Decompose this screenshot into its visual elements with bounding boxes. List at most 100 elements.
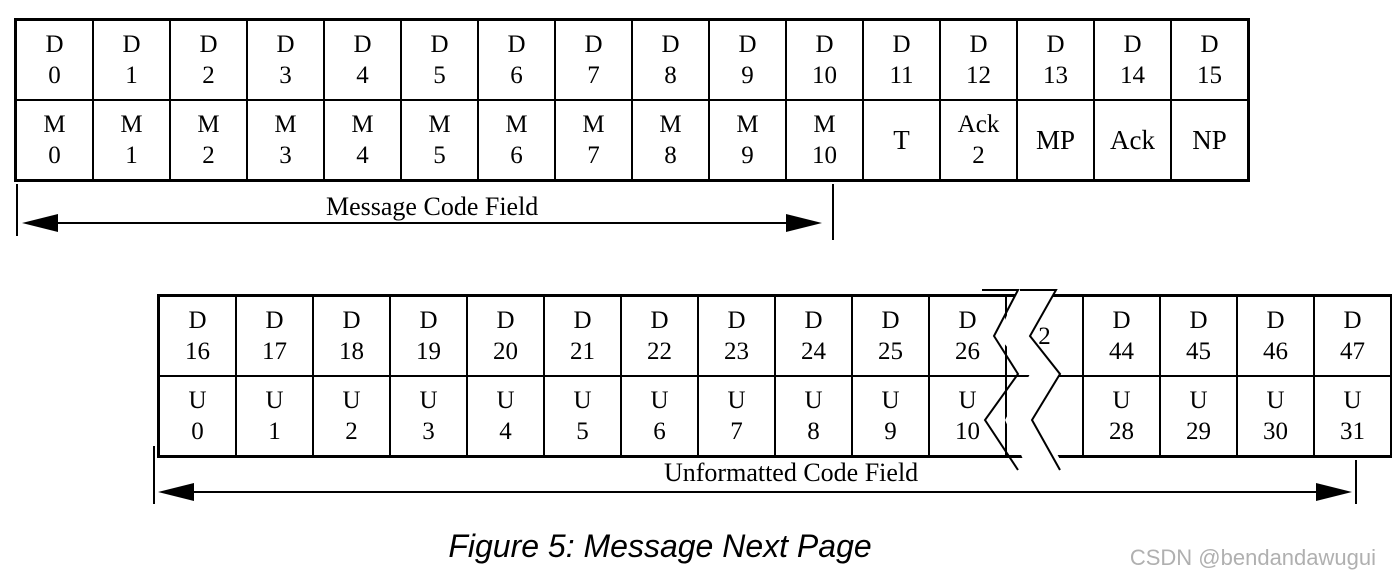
bit-cell-number: 4	[356, 62, 369, 89]
field-cell-label: M	[351, 111, 374, 138]
bit-cell-number: 46	[1263, 338, 1288, 365]
field-cell-label: U	[265, 387, 284, 414]
field-cell-number: 7	[587, 142, 600, 169]
field-cell-label: M	[659, 111, 682, 138]
message-code-field-label: Message Code Field	[320, 192, 545, 222]
field-cell-number: 28	[1109, 418, 1134, 445]
field-cell-number: 3	[279, 142, 292, 169]
bit-cell-number: 12	[966, 62, 991, 89]
bit-cell-label: D	[1112, 307, 1131, 334]
bit-cell-label: D	[650, 307, 669, 334]
bit-cell-label: D	[804, 307, 823, 334]
figure-caption: Figure 5: Message Next Page	[448, 528, 872, 564]
field-cell-label: MP	[1035, 124, 1076, 155]
field-cell-number: 31	[1340, 418, 1365, 445]
bit-cell-label: D	[969, 31, 988, 58]
field-cell-number: 2	[202, 142, 215, 169]
field-cell-number: 4	[356, 142, 369, 169]
field-cell-label: M	[197, 111, 220, 138]
watermark: CSDN @bendandawugui	[1129, 545, 1376, 570]
field-cell-label: U	[1112, 387, 1131, 414]
bit-cell-number: 13	[1043, 62, 1068, 89]
field-cell-number: 3	[422, 418, 435, 445]
bit-cell-number: 16	[185, 338, 210, 365]
bit-cell-label: D	[1200, 31, 1219, 58]
field-cell-number: 10	[812, 142, 837, 169]
bit-cell-number: 17	[262, 338, 287, 365]
field-cell-number: 8	[664, 142, 677, 169]
bit-cell-label: D	[507, 31, 526, 58]
field-cell: T	[862, 99, 941, 182]
arrowhead-left-icon	[22, 214, 58, 232]
bit-cell-label: D	[738, 31, 757, 58]
field-cell-label: NP	[1192, 124, 1227, 155]
bit-cell-label: D	[661, 31, 680, 58]
bit-cell-number: 9	[741, 62, 754, 89]
field-cell-number: 5	[433, 142, 446, 169]
field-cell-label: M	[428, 111, 451, 138]
field-cell-number: 7	[730, 418, 743, 445]
field-cell-label: M	[813, 111, 836, 138]
field-cell-label: U	[804, 387, 823, 414]
field-cell-number: 2	[345, 418, 358, 445]
field-cell-number: 4	[499, 418, 512, 445]
field-cell-number: 0	[48, 142, 61, 169]
field-cell-label: M	[120, 111, 143, 138]
field-cell-number: 9	[741, 142, 754, 169]
bit-cell-label: D	[1343, 307, 1362, 334]
field-cell-label: U	[1189, 387, 1208, 414]
bit-cell-number: 8	[664, 62, 677, 89]
bit-cell-label: D	[892, 31, 911, 58]
field-cell-label: U	[650, 387, 669, 414]
field-cell-number: 1	[125, 142, 138, 169]
bit-cell-number: 15	[1197, 62, 1222, 89]
bit-cell-number: 21	[570, 338, 595, 365]
field-cell: Ack	[1093, 99, 1172, 182]
field-cell-label: M	[736, 111, 759, 138]
bit-cell: D 44	[1082, 294, 1161, 377]
bit-cell-number: 2	[1038, 322, 1051, 350]
bit-cell-number: 2	[202, 62, 215, 89]
field-cell: M 10	[785, 99, 864, 182]
field-cell-number: 30	[1263, 418, 1288, 445]
field-cell-number: 6	[653, 418, 666, 445]
bit-cell-label: D	[276, 31, 295, 58]
bit-cell-number: 1	[125, 62, 138, 89]
bit-cell-number: 23	[724, 338, 749, 365]
bit-cell-number: 6	[510, 62, 523, 89]
field-cell-number: 2	[972, 142, 985, 169]
bit-cell-number: 44	[1109, 338, 1134, 365]
